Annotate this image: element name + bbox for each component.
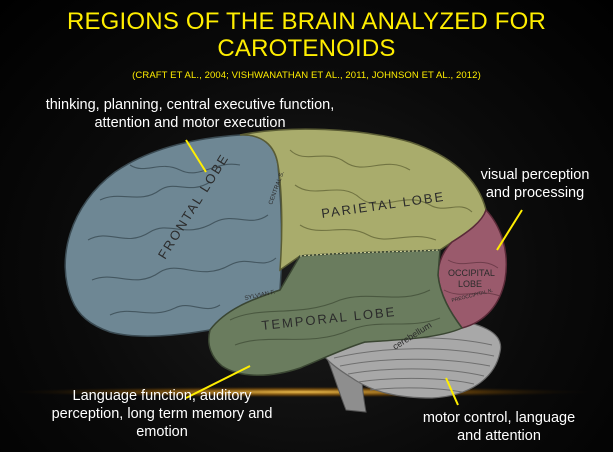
occipital-lobe-description: visual perception and processing — [455, 166, 613, 202]
occipital-description-line-1: visual perception — [455, 166, 613, 184]
occipital-lobe-text-1: OCCIPITAL — [448, 268, 495, 278]
temporal-lobe-description: Language function, auditory perception, … — [22, 387, 302, 441]
occipital-pointer — [497, 210, 522, 250]
cerebellum-description-line-2: and attention — [385, 427, 613, 445]
temporal-description-line-1: Language function, auditory — [22, 387, 302, 405]
frontal-lobe-description: thinking, planning, central executive fu… — [20, 96, 360, 132]
frontal-description-line-2: attention and motor execution — [20, 114, 360, 132]
temporal-description-line-3: emotion — [22, 423, 302, 441]
cerebellum-description-line-1: motor control, language — [385, 409, 613, 427]
occipital-lobe-text-2: LOBE — [458, 279, 482, 289]
cerebellum-description: motor control, language and attention — [385, 409, 613, 445]
occipital-description-line-2: and processing — [455, 184, 613, 202]
temporal-description-line-2: perception, long term memory and — [22, 405, 302, 423]
frontal-description-line-1: thinking, planning, central executive fu… — [20, 96, 360, 114]
